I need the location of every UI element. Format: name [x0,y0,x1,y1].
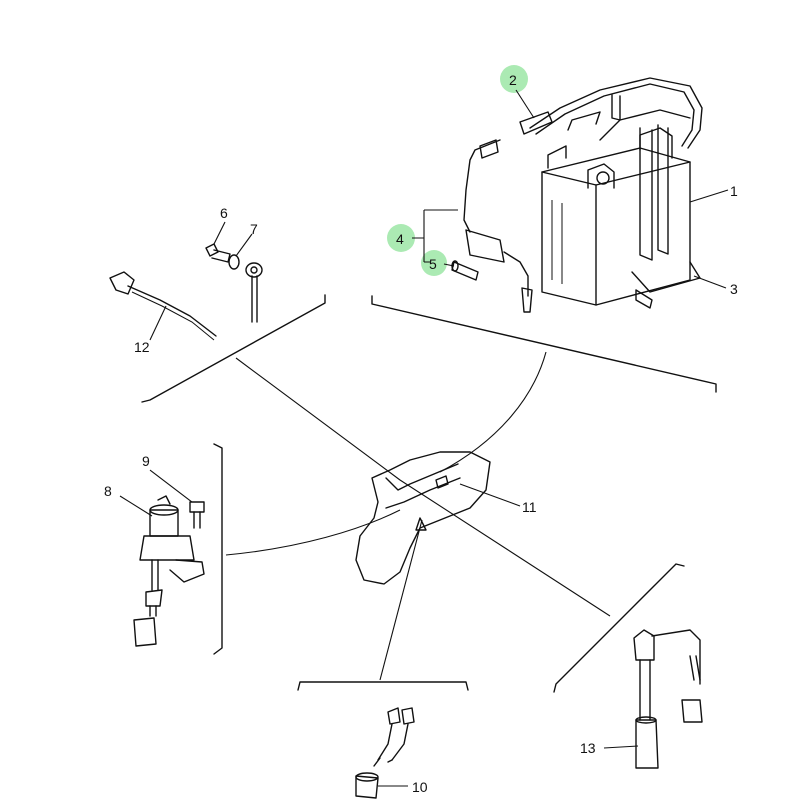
leader-7 [235,233,253,257]
battery-lead-wire[interactable] [463,77,703,313]
callout-1[interactable]: 1 [730,183,738,199]
leader-2 [515,89,535,119]
callout-8[interactable]: 8 [104,483,112,499]
callout-6[interactable]: 6 [220,205,228,221]
callout-4[interactable]: 4 [396,231,404,247]
fuse-body [465,229,505,263]
leader-9 [149,469,193,503]
view-frame-bottom-right [553,563,685,693]
callout-13[interactable]: 13 [580,740,596,756]
leader-11 [459,483,521,507]
callout-2-highlight [500,65,528,93]
fuse[interactable] [451,260,479,281]
callout-3[interactable]: 3 [730,281,738,297]
callout-2[interactable]: 2 [509,72,517,88]
leader-hull-arc-left [225,509,401,556]
callout-12[interactable]: 12 [134,339,150,355]
switch-screw[interactable] [189,501,205,529]
view-frame-top-left [141,294,326,403]
callout-4-bracket [412,209,458,263]
callout-4-highlight [387,224,415,252]
main-switch[interactable] [133,495,205,647]
wire-lead-connector[interactable] [355,707,415,799]
fuse-holder-cap [519,111,553,135]
callout-9[interactable]: 9 [142,453,150,469]
leader-5 [443,263,455,267]
cable-strap[interactable] [109,271,217,341]
leader-hull-to-bottom-frame [379,519,423,681]
leader-3 [693,275,727,289]
callout-10[interactable]: 10 [412,779,428,795]
callout-5[interactable]: 5 [429,256,437,272]
ground-terminal[interactable] [245,262,263,323]
boat-hull[interactable] [355,451,491,585]
leader-arrowhead [415,517,427,531]
switch-with-harness[interactable] [633,629,703,769]
leader-13 [603,745,639,749]
view-frame-bottom [297,681,469,691]
leader-6 [213,221,226,245]
battery-band[interactable] [599,109,701,309]
view-frame-left [213,443,223,655]
callout-7[interactable]: 7 [250,221,258,237]
leader-8 [119,495,153,517]
washer[interactable] [228,254,240,270]
leader-hull-to-battery-frame [235,357,611,617]
callout-5-highlight [421,250,447,276]
leader-1 [689,189,729,203]
leader-12 [149,305,167,341]
screw[interactable] [205,243,231,263]
leader-hull-arc-right [439,351,547,473]
view-frame-top-right [371,295,717,393]
callout-11[interactable]: 11 [522,499,537,515]
